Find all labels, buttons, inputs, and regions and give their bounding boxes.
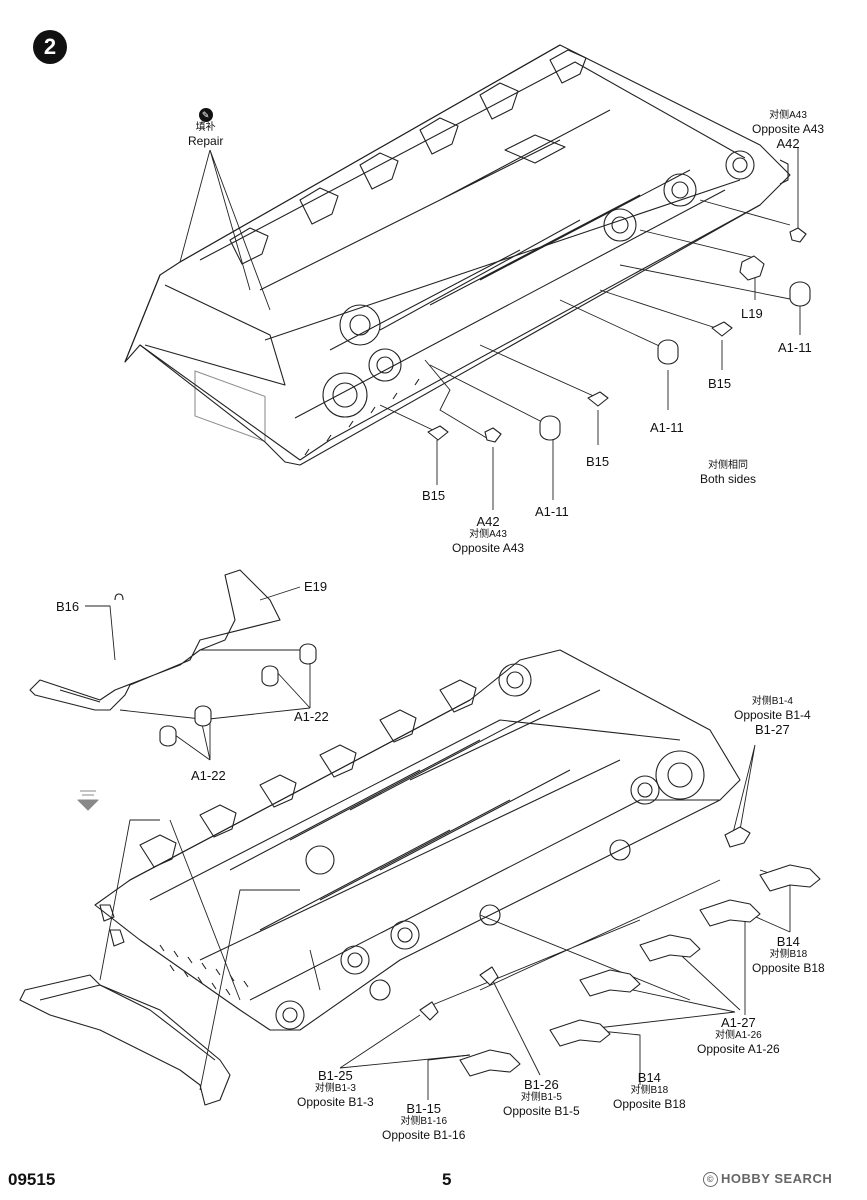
label-b1-15: B1-15 对侧B1-16 Opposite B1-16 bbox=[382, 1101, 466, 1142]
upper-loose-parts bbox=[427, 227, 811, 443]
label-b14-right: B14 对侧B18 Opposite B18 bbox=[752, 934, 825, 975]
repair-cn: 填补 bbox=[195, 122, 216, 133]
label-b15-mid: B15 bbox=[586, 454, 610, 469]
repair-en: Repair bbox=[188, 134, 224, 148]
repair-icon: ✎ bbox=[198, 108, 213, 122]
label-b15-left: B15 bbox=[422, 488, 446, 503]
label-b15-right: B15 bbox=[708, 376, 732, 391]
step-number-badge: 2 bbox=[33, 30, 67, 64]
a43-top-en: Opposite A43 bbox=[752, 122, 825, 136]
label-a1-22-upper: A1-22 bbox=[294, 709, 329, 724]
lower-loose-parts bbox=[114, 593, 821, 1077]
label-a1-11-mid: A1-11 bbox=[650, 420, 684, 435]
label-a42-opposite-a43-bottom: A42 对侧A43 Opposite A43 bbox=[452, 514, 525, 555]
lower-hull-drawing bbox=[19, 569, 741, 1106]
product-code: 09515 bbox=[8, 1170, 56, 1189]
direction-arrow bbox=[77, 790, 99, 811]
label-b16: B16 bbox=[56, 599, 80, 614]
label-a42-opposite-a43-top: 对侧A43 Opposite A43 A42 bbox=[752, 110, 824, 151]
page-number: 5 bbox=[442, 1170, 452, 1189]
watermark: ©HOBBY SEARCH bbox=[703, 1171, 832, 1187]
a43-top-cn: 对侧A43 bbox=[769, 110, 807, 121]
repair-label: ✎ 填补 Repair bbox=[188, 106, 223, 148]
label-l19: L19 bbox=[741, 306, 763, 321]
lower-leader-lines bbox=[85, 586, 791, 1100]
label-a1-11-right: A1-11 bbox=[778, 340, 812, 355]
label-a1-22-lower: A1-22 bbox=[191, 768, 226, 783]
label-b14-bottom: B14 对侧B18 Opposite B18 bbox=[613, 1070, 686, 1111]
label-b1-26: B1-26 对侧B1-5 Opposite B1-5 bbox=[503, 1077, 580, 1118]
both-sides-note: 对侧相同 Both sides bbox=[700, 460, 757, 486]
label-a1-11-bottom: A1-11 bbox=[535, 504, 569, 519]
watermark-text: HOBBY SEARCH bbox=[721, 1171, 833, 1186]
label-a1-27: A1-27 对侧A1-26 Opposite A1-26 bbox=[697, 1015, 780, 1056]
upper-hull-drawing bbox=[124, 44, 791, 466]
upper-leader-lines bbox=[179, 148, 801, 510]
a42-top-part: A42 bbox=[776, 136, 800, 151]
copyright-icon: © bbox=[703, 1172, 718, 1187]
label-b1-27: 对侧B1-4 Opposite B1-4 B1-27 bbox=[734, 696, 811, 737]
label-b1-25: B1-25 对侧B1-3 Opposite B1-3 bbox=[297, 1068, 374, 1109]
label-e19: E19 bbox=[304, 579, 328, 594]
